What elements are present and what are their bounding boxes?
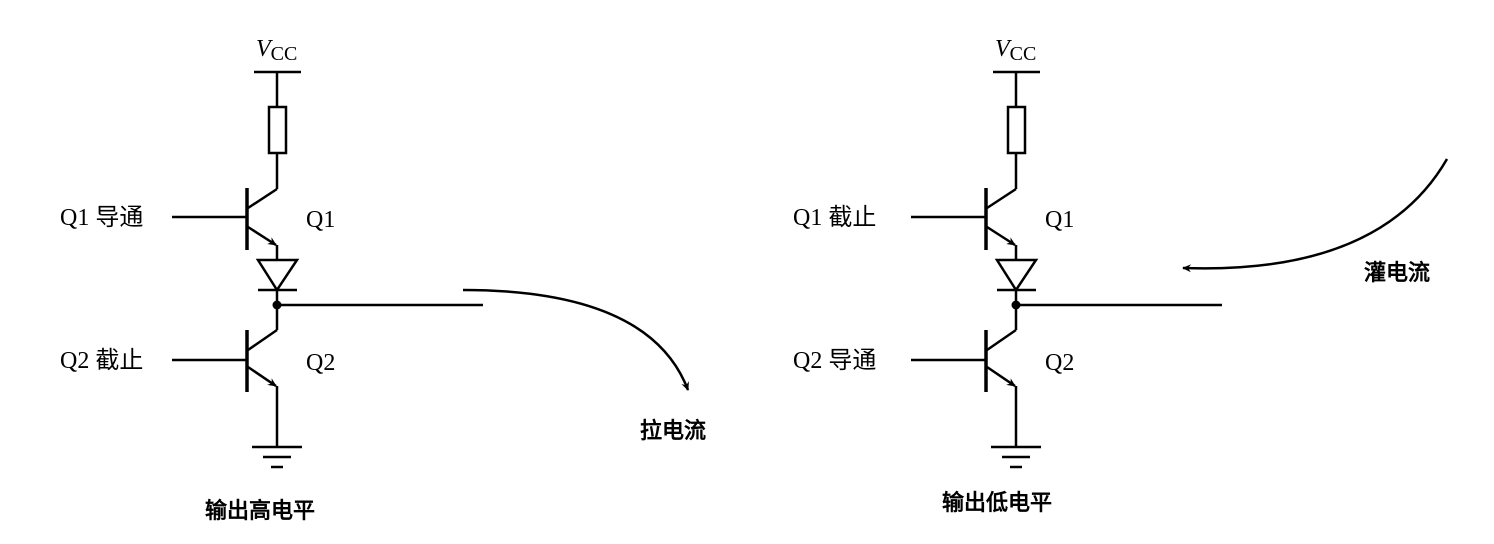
right-q2-input-label: Q2 导通: [793, 348, 876, 374]
right-current-arrow: [1182, 158, 1449, 273]
right-q1-input-label: Q1 截止: [793, 204, 876, 231]
left-q2-input-label: Q2 截止: [60, 347, 143, 374]
left-circuit-schematic: [172, 72, 302, 467]
right-q1-label: Q1: [1045, 207, 1074, 233]
left-q2-label: Q2: [306, 350, 335, 376]
left-q1-input-label: Q1 导通: [60, 205, 143, 231]
right-circuit-schematic: [911, 72, 1041, 467]
left-current-arrow: [462, 288, 690, 391]
left-vcc-label: VCC: [256, 36, 297, 65]
right-caption: 输出低电平: [942, 490, 1052, 516]
right-current-label: 灌电流: [1364, 260, 1430, 286]
right-q2-label: Q2: [1045, 350, 1074, 376]
left-q1-label: Q1: [306, 207, 335, 233]
left-current-label: 拉电流: [640, 418, 706, 444]
left-caption: 输出高电平: [205, 498, 315, 524]
left-circuit: VCC Q1 导通 Q2 截止 Q1 Q2 拉电流 输出高电平: [60, 36, 706, 524]
right-vcc-label: VCC: [995, 36, 1036, 65]
right-circuit: VCC Q1 截止 Q2 导通 Q1 Q2 输出低电平 灌电流: [793, 36, 1449, 516]
